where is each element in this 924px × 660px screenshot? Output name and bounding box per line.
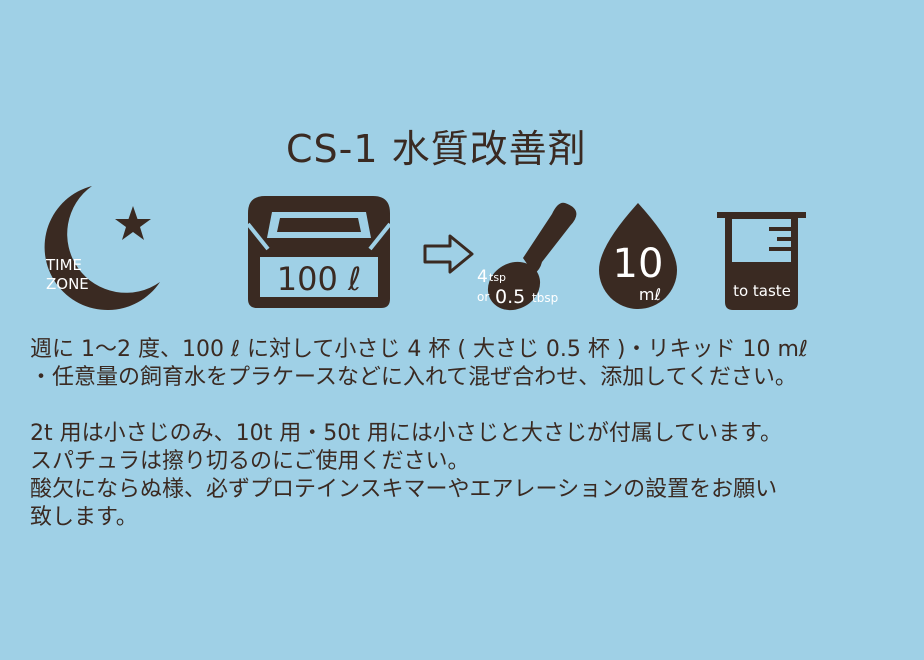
beaker-icon: to taste [717, 212, 806, 310]
instruction-line: 酸欠にならぬ様、必ずプロテインスキマーやエアレーションの設置をお願い [30, 477, 778, 502]
instruction-line: 致します。 [30, 505, 138, 530]
spoon-icon: 4 tsp or 0.5 tbsp [477, 202, 577, 311]
tsp-number: 4 [477, 267, 488, 287]
drop-icon: 10 mℓ [599, 203, 677, 309]
drop-unit: mℓ [639, 285, 661, 304]
usage-icons-row: TIME ZONE 100 ℓ 4 tsp or 0.5 tbsp [44, 186, 806, 311]
instruction-line: ・任意量の飼育水をプラケースなどに入れて混ぜ合わせ、添加してください。 [30, 365, 797, 390]
zone-label: ZONE [46, 275, 89, 293]
tank-icon: 100 ℓ [246, 196, 392, 308]
beaker-label: to taste [733, 282, 791, 300]
page-title: CS-1 水質改善剤 [286, 127, 587, 171]
tbsp-unit: tbsp [532, 291, 558, 305]
tbsp-number: 0.5 [495, 286, 525, 308]
instruction-line: 2t 用は小さじのみ、10t 用・50t 用には小さじと大さじが付属しています。 [30, 421, 782, 446]
instructions: 週に 1～2 度、100 ℓ に対して小さじ 4 杯 ( 大さじ 0.5 杯 )… [30, 336, 910, 532]
instruction-line: 週に 1～2 度、100 ℓ に対して小さじ 4 杯 ( 大さじ 0.5 杯 )… [30, 337, 808, 362]
or-label: or [477, 290, 489, 304]
tsp-unit: tsp [489, 271, 506, 284]
arrow-right-icon [423, 234, 474, 274]
time-label: TIME [45, 256, 82, 274]
drop-number: 10 [613, 241, 664, 287]
instruction-line: スパチュラは擦り切るのにご使用ください。 [30, 449, 470, 474]
moon-star-icon: TIME ZONE [44, 186, 160, 311]
tank-volume-label: 100 ℓ [277, 260, 361, 298]
